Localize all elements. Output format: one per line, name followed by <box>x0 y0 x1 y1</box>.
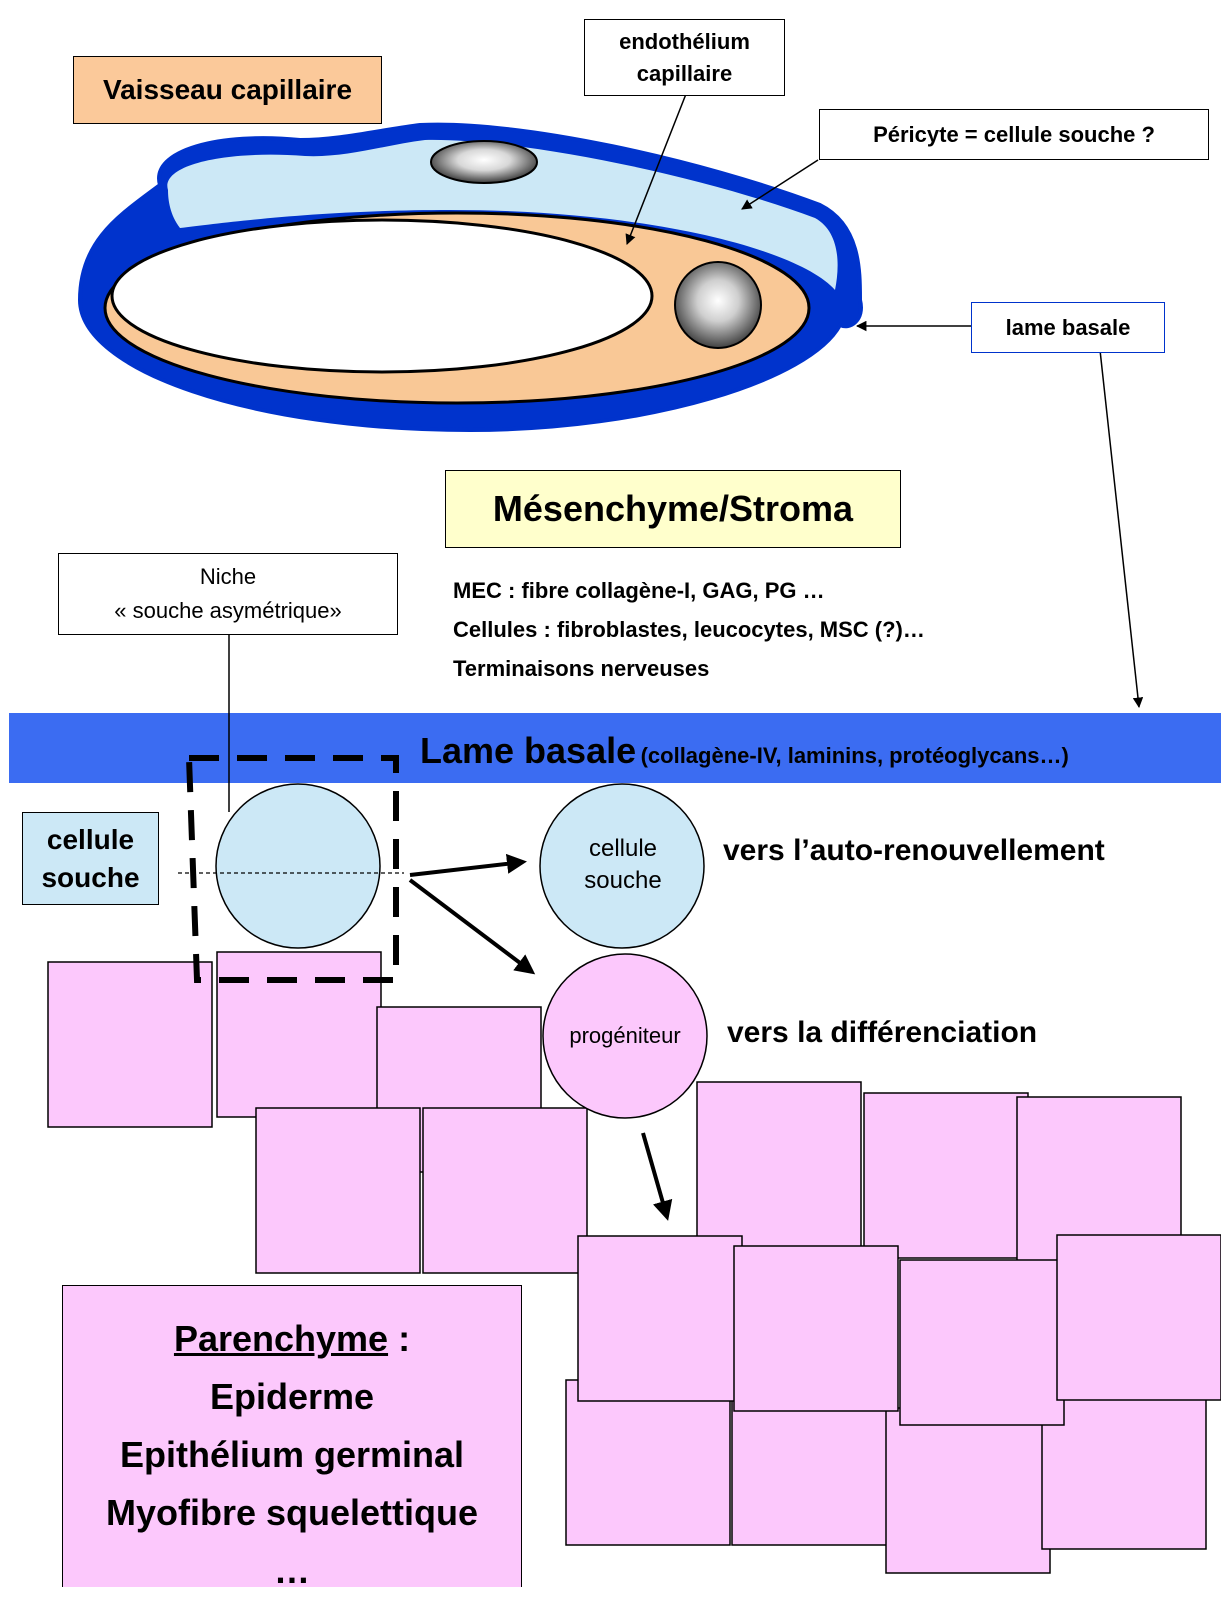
stem-cell <box>215 783 381 949</box>
stem-cell-label-box: cellule souche <box>22 812 159 905</box>
differentiation-arrow <box>408 878 536 975</box>
vessel-lumen <box>110 218 654 374</box>
mesenchyme-line-3-text: Terminaisons nerveuses <box>453 656 710 681</box>
parenchyma-cell <box>733 1245 899 1412</box>
endothelium-nucleus <box>674 261 762 349</box>
progenitor-cell <box>542 953 708 1119</box>
progenitor-label-text: progéniteur <box>569 1023 681 1048</box>
parenchyme-title: Parenchyme <box>173 1318 389 1359</box>
stem-cell-label-line2: souche <box>41 861 140 893</box>
parenchyma-cell <box>1056 1234 1221 1401</box>
pericyte-label-box: Péricyte = cellule souche ? <box>819 109 1209 160</box>
endothelium-label-line2: capillaire <box>636 60 733 86</box>
parenchyma-cells <box>47 951 1221 1574</box>
pericyte-cell <box>167 139 838 290</box>
parenchyma-cell <box>863 1092 1029 1259</box>
daughter-stem-line2: souche <box>584 867 662 894</box>
capillary-title: Vaisseau capillaire <box>102 74 353 105</box>
self-renewal-caption: vers l’auto-renouvellement <box>723 834 1105 868</box>
mesenchyme-line-2-text: Cellules : fibroblastes, leucocytes, MSC… <box>453 617 925 642</box>
mesenchyme-line-3: Terminaisons nerveuses <box>453 656 709 682</box>
endothelium-label-box: endothélium capillaire <box>584 19 785 96</box>
parenchyma-cell <box>565 1379 731 1546</box>
parenchyma-cell <box>47 961 213 1128</box>
parenchyme-box: Parenchyme : Epiderme Epithélium germina… <box>62 1285 522 1591</box>
differentiation-caption: vers la différenciation <box>727 1016 1037 1050</box>
parenchyma-cell <box>885 1407 1051 1574</box>
parenchyma-cell <box>1041 1383 1207 1550</box>
self-renewal-caption-text: vers l’auto-renouvellement <box>723 834 1105 867</box>
capillary-title-box: Vaisseau capillaire <box>73 56 382 124</box>
mesenchyme-line-1: MEC : fibre collagène-I, GAG, PG … <box>453 578 825 604</box>
daughter-stem-cell-label: cellule souche <box>548 830 698 900</box>
self-renewal-arrow <box>409 853 527 877</box>
parenchyma-cell <box>255 1107 421 1274</box>
mesenchyme-title-box: Mésenchyme/Stroma <box>445 470 901 548</box>
mesenchyme-line-1-text: MEC : fibre collagène-I, GAG, PG … <box>453 578 825 603</box>
basal-band-main: Lame basale <box>420 730 637 771</box>
basal-band-detail: (collagène-IV, laminins, protéoglycans…) <box>640 743 1069 768</box>
niche-label-line1: Niche <box>199 564 257 589</box>
maturation-arrow <box>641 1132 673 1221</box>
parenchyme-title-colon: : <box>388 1318 411 1359</box>
parenchyme-item: Epithélium germinal <box>119 1434 465 1475</box>
pericyte-pointer <box>741 159 819 210</box>
daughter-stem-cell <box>539 783 705 949</box>
basal-lamina-long-pointer <box>1099 349 1144 709</box>
basal-band-label: Lame basale (collagène-IV, laminins, pro… <box>420 730 1069 772</box>
parenchyme-item: Myofibre squelettique <box>105 1492 479 1533</box>
parenchyma-cell <box>216 951 382 1118</box>
niche-label-box: Niche « souche asymétrique» <box>58 553 398 635</box>
parenchyma-cell <box>422 1107 588 1274</box>
parenchyme-item: … <box>274 1550 310 1591</box>
mesenchyme-title: Mésenchyme/Stroma <box>492 488 854 529</box>
pericyte-nucleus <box>430 140 538 184</box>
stem-cell-label-line1: cellule <box>46 823 135 855</box>
capillary-vessel <box>77 122 863 433</box>
basal-lamina-label: lame basale <box>1005 314 1131 340</box>
daughter-stem-line1: cellule <box>588 835 658 862</box>
parenchyme-title-row: Parenchyme : <box>174 1310 410 1368</box>
mesenchyme-line-2: Cellules : fibroblastes, leucocytes, MSC… <box>453 617 925 643</box>
endothelium-label-line1: endothélium <box>619 28 750 54</box>
parenchyme-item: Epiderme <box>209 1376 375 1417</box>
progenitor-label: progéniteur <box>543 1018 707 1054</box>
basal-lamina-label-box: lame basale <box>971 302 1165 353</box>
niche-label-line2: « souche asymétrique» <box>114 598 342 623</box>
differentiation-caption-text: vers la différenciation <box>727 1016 1038 1049</box>
pericyte-label: Péricyte = cellule souche ? <box>873 121 1155 147</box>
basal-lamina-band <box>9 713 1221 783</box>
parenchyma-cell <box>899 1259 1065 1426</box>
parenchyma-cell <box>696 1081 862 1248</box>
endothelium-pointer <box>625 93 687 245</box>
parenchyma-cell <box>577 1235 743 1402</box>
